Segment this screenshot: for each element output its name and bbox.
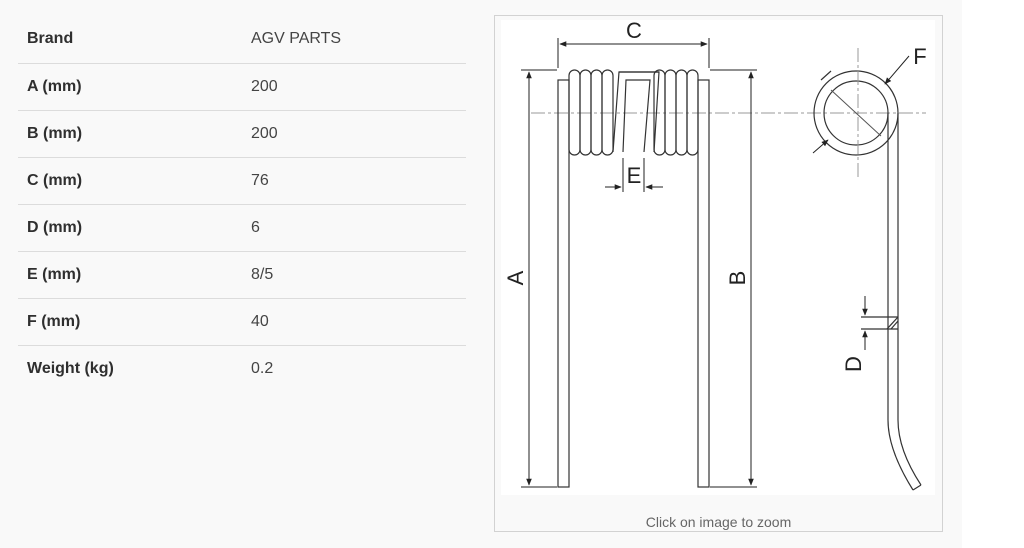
table-row: Brand AGV PARTS bbox=[18, 16, 466, 64]
spec-value: 6 bbox=[242, 204, 466, 252]
technical-drawing: C A B bbox=[503, 18, 927, 491]
spec-label: F (mm) bbox=[18, 298, 242, 346]
dimension-c bbox=[557, 38, 710, 68]
spec-value: 76 bbox=[242, 157, 466, 205]
spec-value: 8/5 bbox=[242, 251, 466, 299]
table-row: B (mm) 200 bbox=[18, 110, 466, 158]
spec-label: B (mm) bbox=[18, 110, 242, 158]
table-row: E (mm) 8/5 bbox=[18, 251, 466, 299]
table-row: A (mm) 200 bbox=[18, 63, 466, 111]
spec-value: 0.2 bbox=[251, 359, 274, 377]
table-row: C (mm) 76 bbox=[18, 157, 466, 205]
table-row: Weight (kg) 0.2 bbox=[18, 345, 466, 392]
spec-label: D (mm) bbox=[18, 204, 242, 252]
spec-value: 200 bbox=[242, 110, 466, 158]
table-row: F (mm) 40 bbox=[18, 298, 466, 346]
side-view bbox=[813, 70, 922, 491]
dimension-label-e: E bbox=[627, 163, 642, 188]
dimension-b bbox=[710, 69, 757, 488]
product-image-viewer[interactable]: C A B bbox=[494, 15, 943, 532]
spec-label: Weight (kg) bbox=[27, 359, 114, 377]
front-view bbox=[557, 69, 710, 488]
dimension-label-a: A bbox=[503, 270, 528, 285]
spec-value: 200 bbox=[242, 63, 466, 111]
spec-label: A (mm) bbox=[18, 63, 242, 111]
spec-label: C (mm) bbox=[18, 157, 242, 205]
dimension-label-f: F bbox=[913, 44, 926, 69]
dimension-e bbox=[605, 158, 663, 192]
specifications-table: Brand AGV PARTS A (mm) 200 B (mm) 200 C … bbox=[18, 16, 466, 392]
spec-label: E (mm) bbox=[18, 251, 242, 299]
table-row: D (mm) 6 bbox=[18, 204, 466, 252]
dimension-f bbox=[812, 48, 910, 180]
dimension-label-d: D bbox=[841, 356, 866, 372]
zoom-hint[interactable]: Click on image to zoom bbox=[645, 514, 792, 530]
dimension-label-b: B bbox=[725, 271, 750, 286]
product-details-panel: Brand AGV PARTS A (mm) 200 B (mm) 200 C … bbox=[18, 15, 943, 532]
spec-label: Brand bbox=[18, 16, 242, 64]
spec-value: 40 bbox=[242, 298, 466, 346]
spring-tine-drawing[interactable]: C A B bbox=[501, 18, 935, 495]
dimension-label-c: C bbox=[626, 20, 642, 43]
dimension-a bbox=[521, 69, 557, 488]
spec-value: AGV PARTS bbox=[242, 16, 466, 64]
